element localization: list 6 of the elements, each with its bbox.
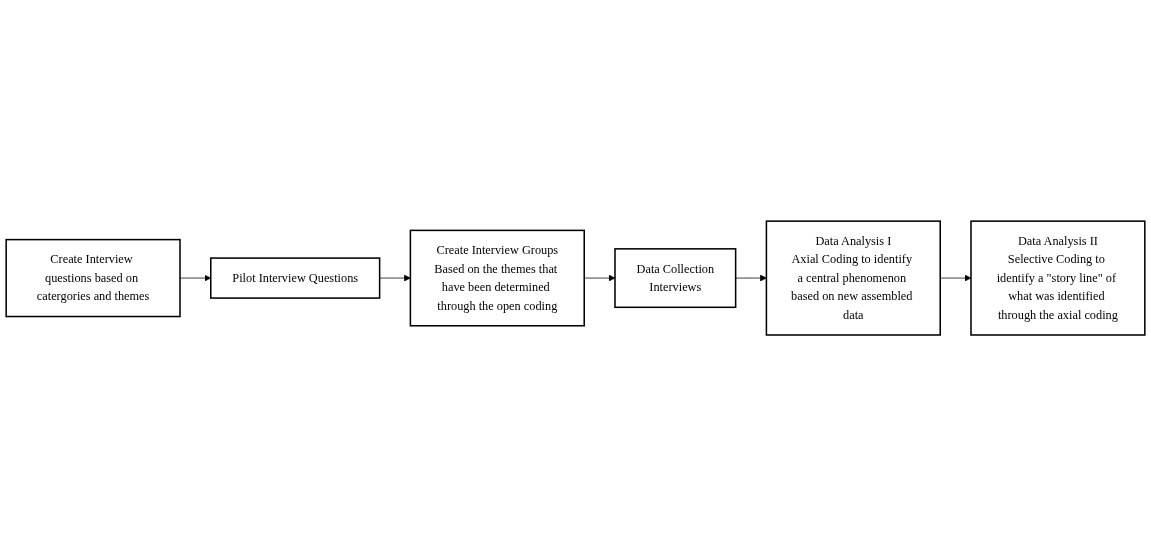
node-box: Data Collection Interviews [614, 248, 737, 309]
node-box: Data Analysis II Selective Coding to identify a "story line" of what was identified through the axial coding [970, 220, 1146, 337]
node-box: Pilot Interview Questions [210, 257, 381, 300]
node-box: Data Analysis I Axial Coding to identify a central phenomenon based on new assembled data [765, 220, 941, 337]
node-box: Create Interview Groups Based on the themes that have been determined through the open coding [409, 230, 585, 327]
node-box: Create Interview questions based on catergories and themes [5, 239, 181, 318]
